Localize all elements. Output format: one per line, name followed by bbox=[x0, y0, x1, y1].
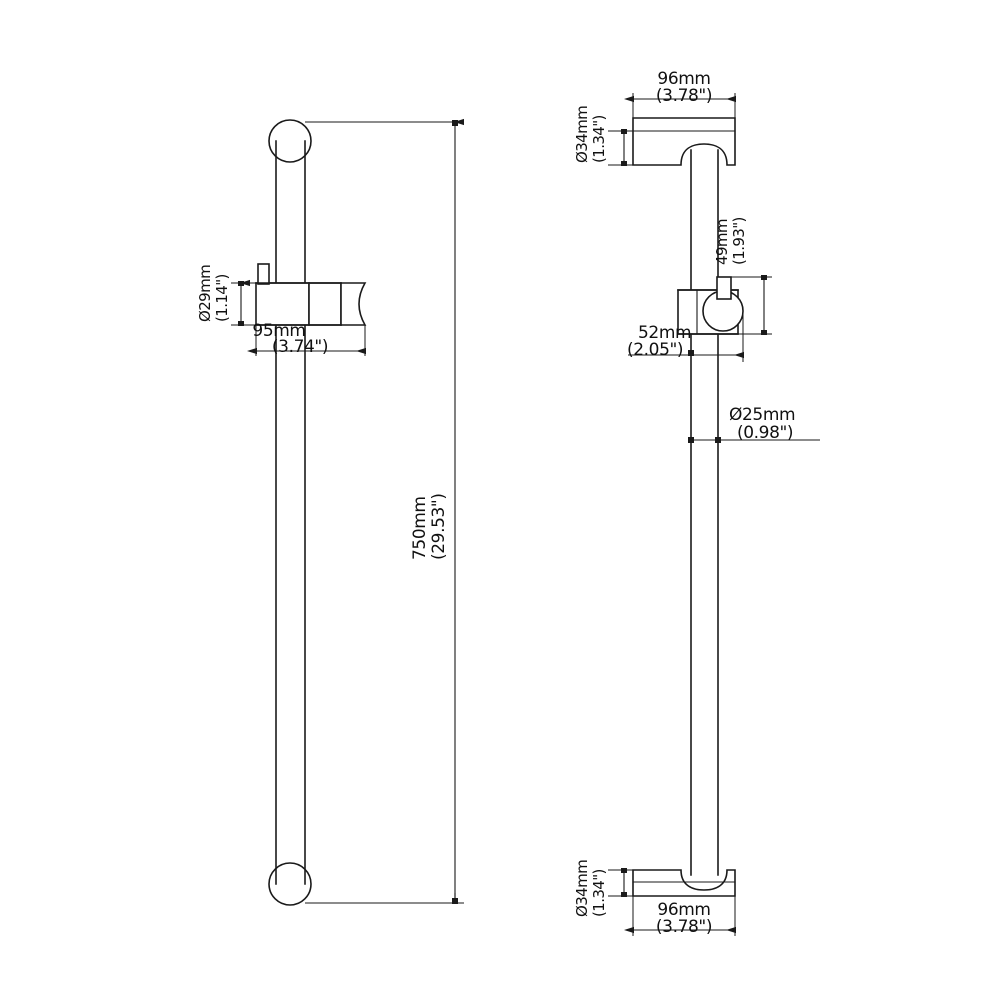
dim-tick-29-top bbox=[238, 281, 244, 286]
dim-tick-34-top-b bbox=[621, 161, 627, 166]
label-front-rail-length-in: (29.53") bbox=[429, 493, 449, 560]
label-side-bottom-bracket-height: Ø34mm (1.34") bbox=[573, 860, 608, 917]
dim-tick-750-top bbox=[452, 120, 458, 126]
label-side-bottom-bracket-width-in: (3.78") bbox=[656, 917, 712, 937]
side-view-geometry bbox=[632, 117, 744, 897]
side-view-bottom-bracket-height-dimension bbox=[608, 868, 635, 897]
label-side-slider-depth: 52mm (2.05") bbox=[627, 323, 692, 360]
side-view-slider-depth-dimension bbox=[628, 311, 744, 362]
label-side-bottom-bracket-width-mm: 96mm bbox=[657, 900, 710, 920]
label-front-rail-length-mm: 750mm bbox=[410, 496, 430, 560]
label-side-top-bracket-width-mm: 96mm bbox=[657, 69, 710, 89]
side-view-top-bracket-width-dimension bbox=[624, 93, 736, 118]
front-view-bottom-bracket-circle bbox=[268, 862, 312, 906]
side-view-slider-offset-dimension bbox=[731, 275, 772, 335]
label-side-slider-offset-mm: 49mm bbox=[713, 219, 731, 265]
label-front-holder-length-in: (3.74") bbox=[272, 337, 328, 357]
label-side-slider-offset-in: (1.93") bbox=[730, 217, 748, 265]
front-view-holder-lever bbox=[257, 263, 270, 285]
side-view-swivel-stem bbox=[716, 276, 732, 300]
front-view-geometry bbox=[255, 119, 367, 906]
label-side-bottom-bracket-height-in: (1.34") bbox=[590, 869, 608, 917]
front-view-holder-length-dimension bbox=[247, 325, 366, 356]
front-view-rail-length-dimension bbox=[305, 118, 464, 904]
dim-tick-52-left bbox=[688, 350, 694, 356]
label-front-holder-diameter: Ø29mm (1.14") bbox=[196, 265, 231, 322]
label-side-slider-depth-mm: 52mm bbox=[638, 323, 691, 343]
front-view-holder-arm bbox=[308, 282, 342, 326]
label-side-bottom-bracket-height-mm: Ø34mm bbox=[573, 860, 591, 917]
dim-tick-49-bottom bbox=[761, 330, 767, 335]
side-view-rail-diameter-dimension bbox=[688, 430, 820, 452]
side-view-top-bracket-height-dimension bbox=[608, 129, 635, 166]
side-view-bottom-bracket bbox=[632, 869, 736, 897]
label-side-bottom-bracket-width: 96mm (3.78") bbox=[656, 900, 713, 937]
label-front-rail-length: 750mm (29.53") bbox=[410, 493, 449, 560]
label-front-holder-diameter-in: (1.14") bbox=[213, 274, 231, 322]
dim-tick-25-right bbox=[715, 437, 721, 443]
dim-tick-25-left bbox=[688, 437, 694, 443]
front-view-holder-diameter-dimension bbox=[231, 279, 258, 326]
dim-tick-34-bot-b bbox=[621, 892, 627, 897]
label-front-holder-length-mm: 95mm bbox=[252, 321, 305, 341]
label-side-slider-depth-in: (2.05") bbox=[627, 340, 683, 360]
label-side-rail-diameter-in: (0.98") bbox=[737, 423, 793, 443]
label-front-holder-length: 95mm (3.74") bbox=[252, 321, 328, 357]
label-front-holder-diameter-mm: Ø29mm bbox=[196, 265, 214, 322]
side-view-top-bracket bbox=[632, 117, 736, 166]
front-view-holder-clamp-body bbox=[255, 282, 310, 326]
front-view-top-bracket-circle bbox=[268, 119, 312, 163]
label-side-top-bracket-width-in: (3.78") bbox=[656, 86, 712, 106]
dim-tick-29-bottom bbox=[238, 321, 244, 326]
label-side-top-bracket-height-in: (1.34") bbox=[590, 115, 608, 163]
label-side-top-bracket-width: 96mm (3.78") bbox=[656, 69, 713, 106]
label-side-top-bracket-height: Ø34mm (1.34") bbox=[573, 106, 608, 163]
label-side-top-bracket-height-mm: Ø34mm bbox=[573, 106, 591, 163]
dim-tick-49-top bbox=[761, 275, 767, 280]
dim-tick-34-top-a bbox=[621, 129, 627, 134]
dim-tick-750-bottom bbox=[452, 898, 458, 904]
label-side-rail-diameter-mm: Ø25mm bbox=[729, 405, 795, 425]
front-view-handset-cradle bbox=[340, 282, 367, 326]
dim-tick-34-bot-a bbox=[621, 868, 627, 873]
label-side-slider-offset: 49mm (1.93") bbox=[713, 217, 748, 265]
side-view-bottom-bracket-width-dimension bbox=[624, 896, 736, 936]
label-side-rail-diameter: Ø25mm (0.98") bbox=[729, 405, 796, 443]
